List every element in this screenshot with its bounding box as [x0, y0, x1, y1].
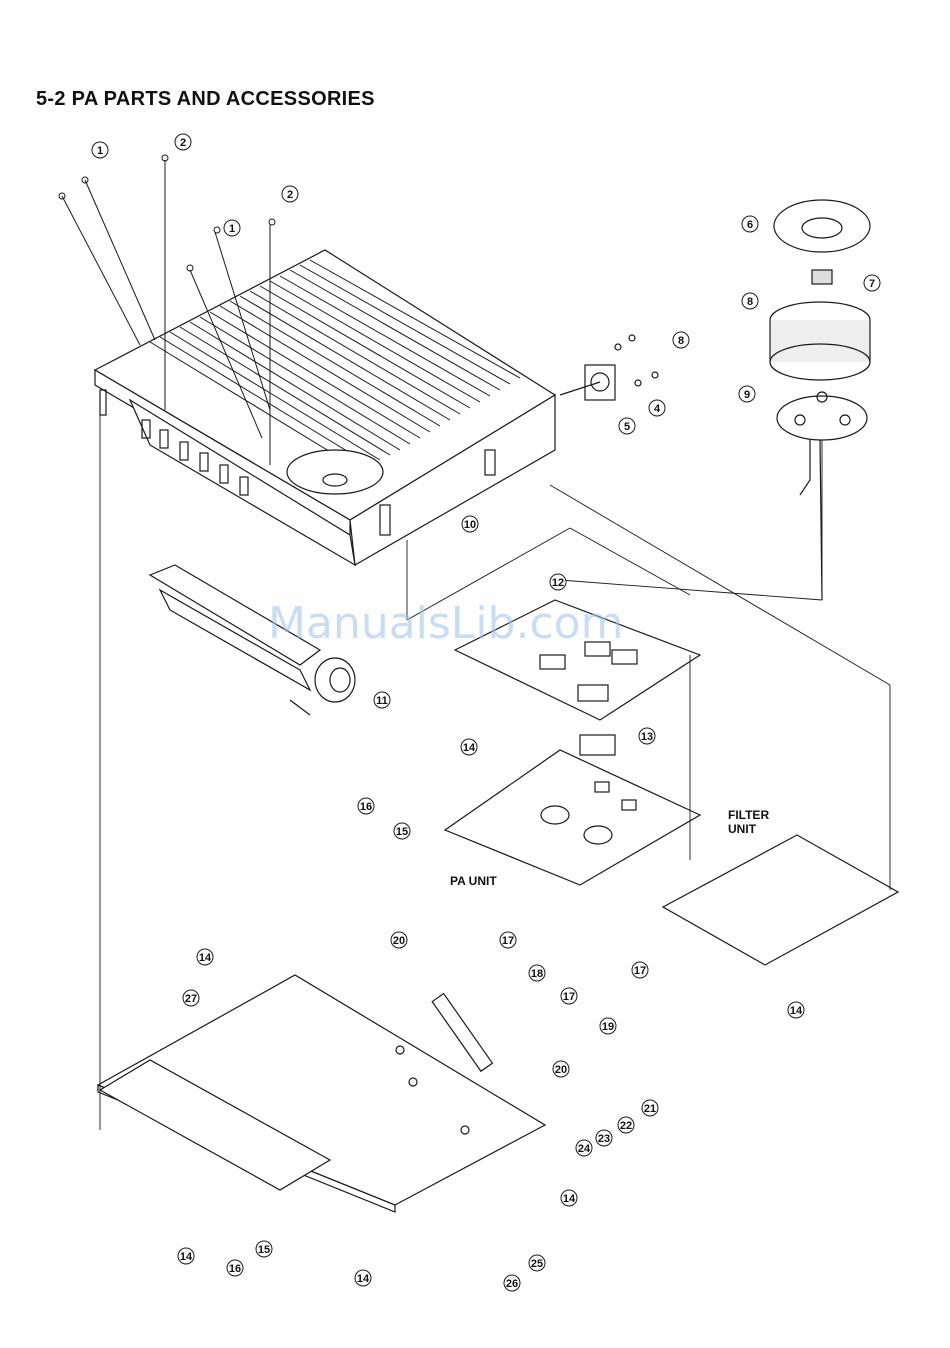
callout-number: 10	[464, 519, 476, 531]
callout-number: 27	[185, 993, 197, 1005]
callout-number: 6	[747, 219, 753, 231]
callout-number: 11	[376, 695, 388, 707]
callout-number: 15	[258, 1244, 270, 1256]
heatsink-chassis	[95, 250, 555, 565]
callout-number: 2	[287, 189, 293, 201]
callout-number: 26	[506, 1278, 518, 1290]
callout-number: 23	[598, 1133, 610, 1145]
speaker-assembly	[770, 200, 870, 600]
callout-number: 4	[654, 403, 661, 415]
callout-number: 18	[531, 968, 543, 980]
filter-unit-board	[663, 835, 898, 965]
callout-number: 22	[620, 1120, 632, 1132]
callout-number: 1	[97, 145, 103, 157]
watermark: ManualsLib.com	[268, 598, 623, 649]
callout-number: 8	[678, 335, 684, 347]
callout-number: 16	[229, 1263, 241, 1275]
filter-unit-label-line2: UNIT	[728, 822, 757, 836]
callout-number: 17	[634, 965, 646, 977]
callout-number: 24	[578, 1143, 591, 1155]
callout-number: 20	[393, 935, 405, 947]
callout-number: 20	[555, 1064, 567, 1076]
callout-number: 9	[744, 389, 750, 401]
base-plate	[98, 975, 545, 1212]
callout-number: 5	[624, 421, 630, 433]
callout-number: 17	[563, 991, 575, 1003]
callout-number: 8	[747, 296, 753, 308]
callout-number: 14	[180, 1251, 193, 1263]
callout-number: 13	[641, 731, 653, 743]
callout-number: 14	[790, 1005, 803, 1017]
callout-number: 25	[531, 1258, 543, 1270]
callout-number: 17	[502, 935, 514, 947]
callout-number: 14	[199, 952, 212, 964]
callout-number: 14	[463, 742, 476, 754]
callout-number: 21	[644, 1103, 656, 1115]
callout-number: 12	[552, 577, 564, 589]
pa-unit-board	[445, 735, 700, 885]
pa-unit-label: PA UNIT	[450, 874, 497, 888]
callout-number: 19	[602, 1021, 614, 1033]
antenna-connector	[560, 335, 658, 400]
callout-number: 15	[396, 826, 408, 838]
callout-number: 14	[563, 1193, 576, 1205]
callout-number: 2	[180, 137, 186, 149]
filter-unit-label-line1: FILTER	[728, 808, 769, 822]
callout-number: 16	[360, 801, 372, 813]
callout-number: 1	[229, 223, 235, 235]
callout-number: 7	[869, 278, 875, 290]
callout-number: 14	[357, 1273, 370, 1285]
